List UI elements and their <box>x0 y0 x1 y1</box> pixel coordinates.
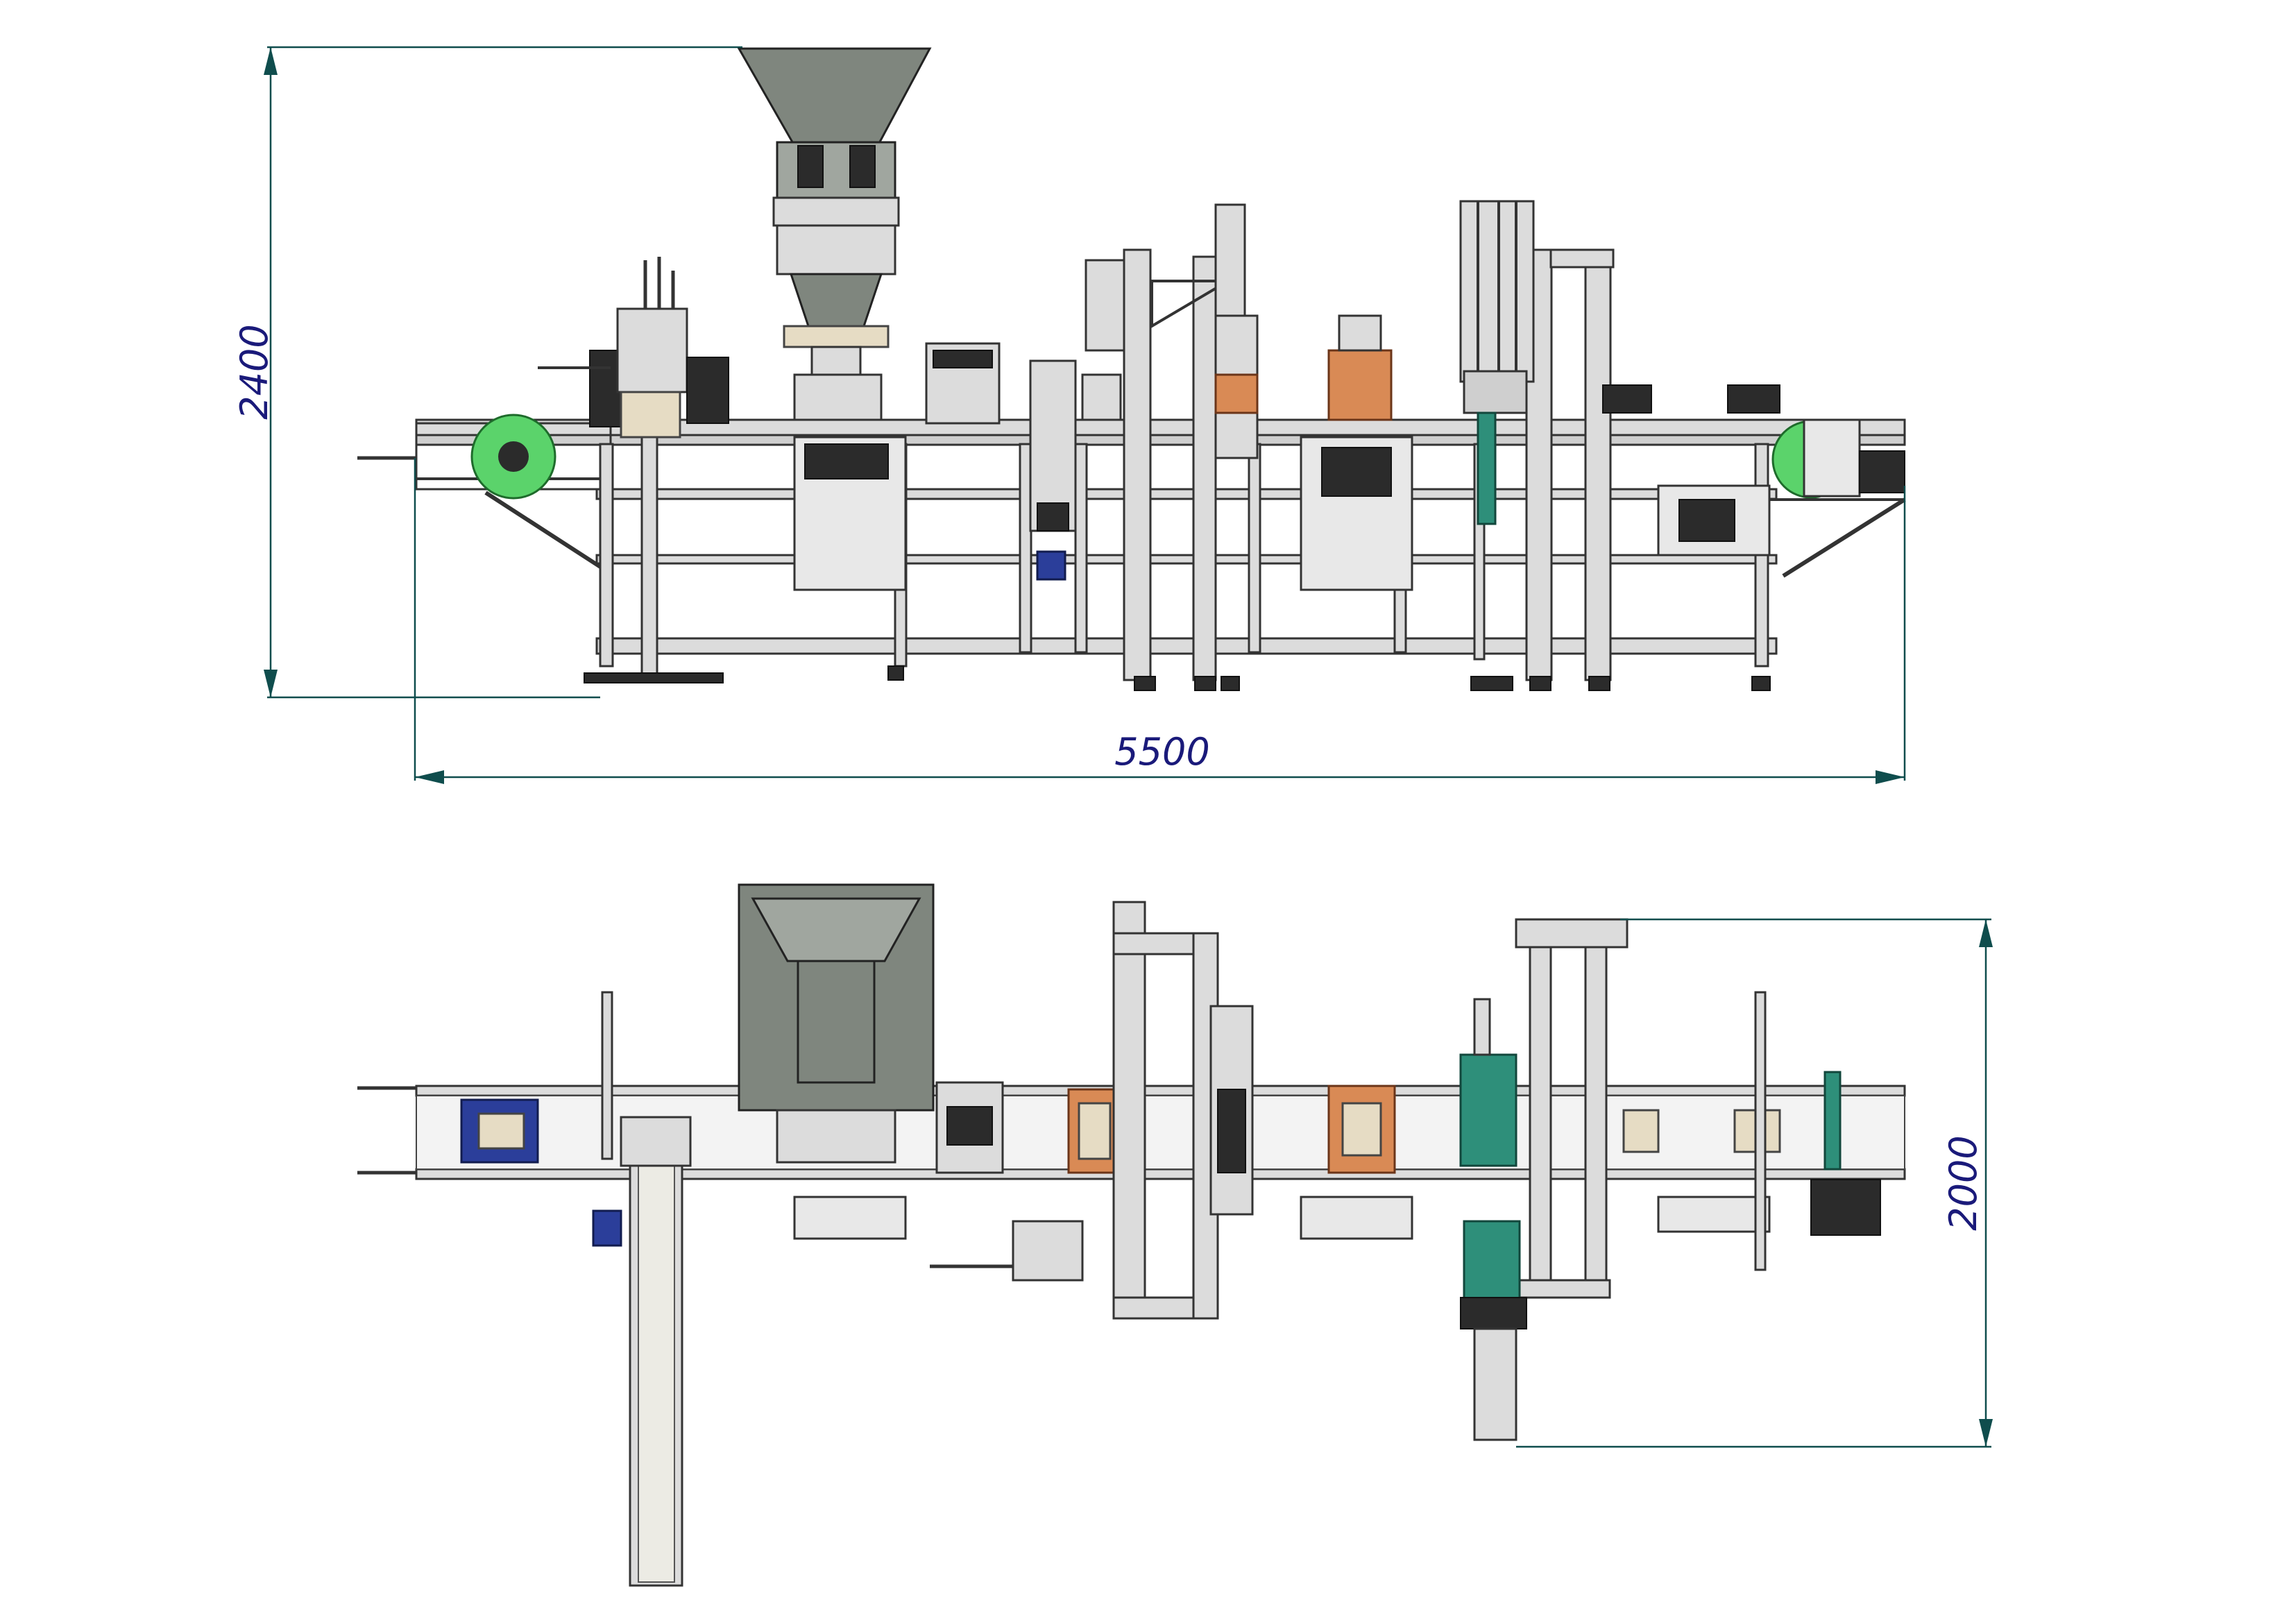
front-filling-station <box>1459 200 1780 556</box>
outfeed-motor <box>1859 450 1905 493</box>
width-dimension-label: 2000 <box>1941 1135 1985 1230</box>
front-infeed-station <box>538 257 729 439</box>
top-conveyor-rail-upper <box>415 1085 1906 1097</box>
front-view <box>357 47 1906 691</box>
length-dimension-label: 5500 <box>1114 730 1209 774</box>
weigher-hopper <box>737 47 932 147</box>
top-view <box>357 883 1906 1587</box>
dimension-height: 2400 <box>232 46 742 699</box>
top-hopper-unit <box>738 883 935 1240</box>
top-outfeed-motor <box>1810 1179 1881 1236</box>
dimension-width: 2000 <box>1516 918 1993 1448</box>
top-filling-station <box>1459 918 1881 1441</box>
front-feet <box>584 665 1771 691</box>
dimension-length: 5500 <box>414 458 1906 784</box>
front-legs <box>599 248 1769 681</box>
outfeed-gear-housing <box>1803 418 1861 498</box>
front-hopper-unit <box>737 47 932 591</box>
height-dimension-label: 2400 <box>232 324 276 419</box>
top-side-conveyor <box>592 991 692 1587</box>
top-middle-stations <box>930 901 1413 1320</box>
front-middle-stations <box>925 203 1413 591</box>
